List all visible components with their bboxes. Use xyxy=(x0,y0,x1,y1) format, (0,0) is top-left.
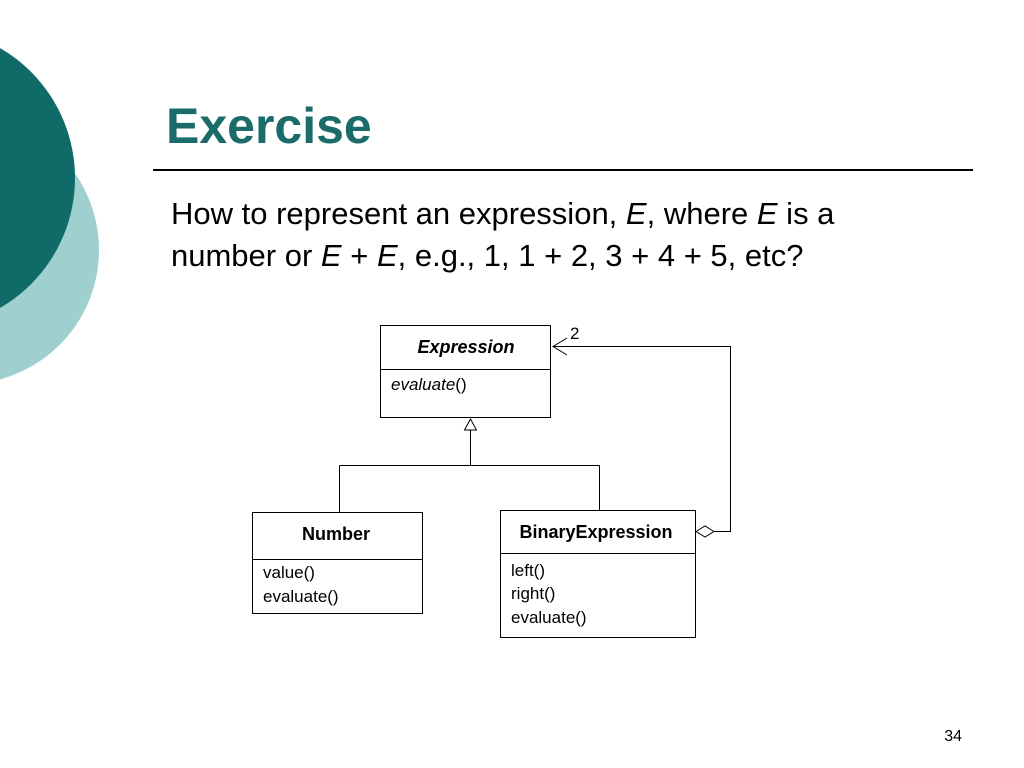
body-text-run: + xyxy=(341,238,377,273)
multiplicity-label: 2 xyxy=(570,324,579,343)
slide-title: Exercise xyxy=(166,98,372,154)
open-arrowhead xyxy=(552,337,568,356)
class-box xyxy=(380,325,551,418)
binary-expression-class: BinaryExpression left() right() evaluate… xyxy=(500,510,696,638)
body-text: How to represent an expression, E, where… xyxy=(171,193,961,277)
number-method: value() xyxy=(263,563,315,582)
class-box xyxy=(252,512,423,614)
expression-method: evaluate() xyxy=(391,375,467,394)
aggregation-association xyxy=(552,337,731,538)
body-text-run: , e.g., 1, 1 + 2, 3 + 4 + 5, etc? xyxy=(397,238,804,273)
binary-expression-method: right() xyxy=(511,584,555,603)
method-parens: () xyxy=(455,375,466,394)
variable-e: E xyxy=(756,196,778,231)
hollow-triangle-arrowhead xyxy=(463,417,478,431)
title-divider xyxy=(153,169,973,171)
variable-e: E xyxy=(376,238,398,273)
expression-class-name: Expression xyxy=(417,337,514,357)
association-line xyxy=(553,346,731,532)
body-text-run: , where xyxy=(646,196,757,231)
body-line-1: How to represent an expression, E, where… xyxy=(171,193,961,235)
expression-class: Expression evaluate() xyxy=(380,325,551,418)
page-number: 34 xyxy=(944,728,962,745)
aggregation-diamond xyxy=(695,525,715,538)
body-text-run: How to represent an expression, xyxy=(171,196,626,231)
number-method: evaluate() xyxy=(263,587,339,606)
number-class: Number value() evaluate() xyxy=(252,512,423,614)
binary-expression-method: left() xyxy=(511,561,545,580)
body-text-run: number or xyxy=(171,238,321,273)
class-box xyxy=(500,510,696,638)
number-class-name: Number xyxy=(302,524,370,544)
method-name: evaluate xyxy=(391,375,455,394)
binary-expression-method: evaluate() xyxy=(511,608,587,627)
decorative-circles xyxy=(0,48,99,380)
body-text-run: is a xyxy=(777,196,835,231)
variable-e: E xyxy=(320,238,342,273)
dark-teal-circle xyxy=(0,48,75,308)
inheritance-connector xyxy=(339,417,600,512)
body-line-2: number or E + E, e.g., 1, 1 + 2, 3 + 4 +… xyxy=(171,235,961,277)
variable-e: E xyxy=(625,196,647,231)
binary-expression-class-name: BinaryExpression xyxy=(519,522,672,542)
